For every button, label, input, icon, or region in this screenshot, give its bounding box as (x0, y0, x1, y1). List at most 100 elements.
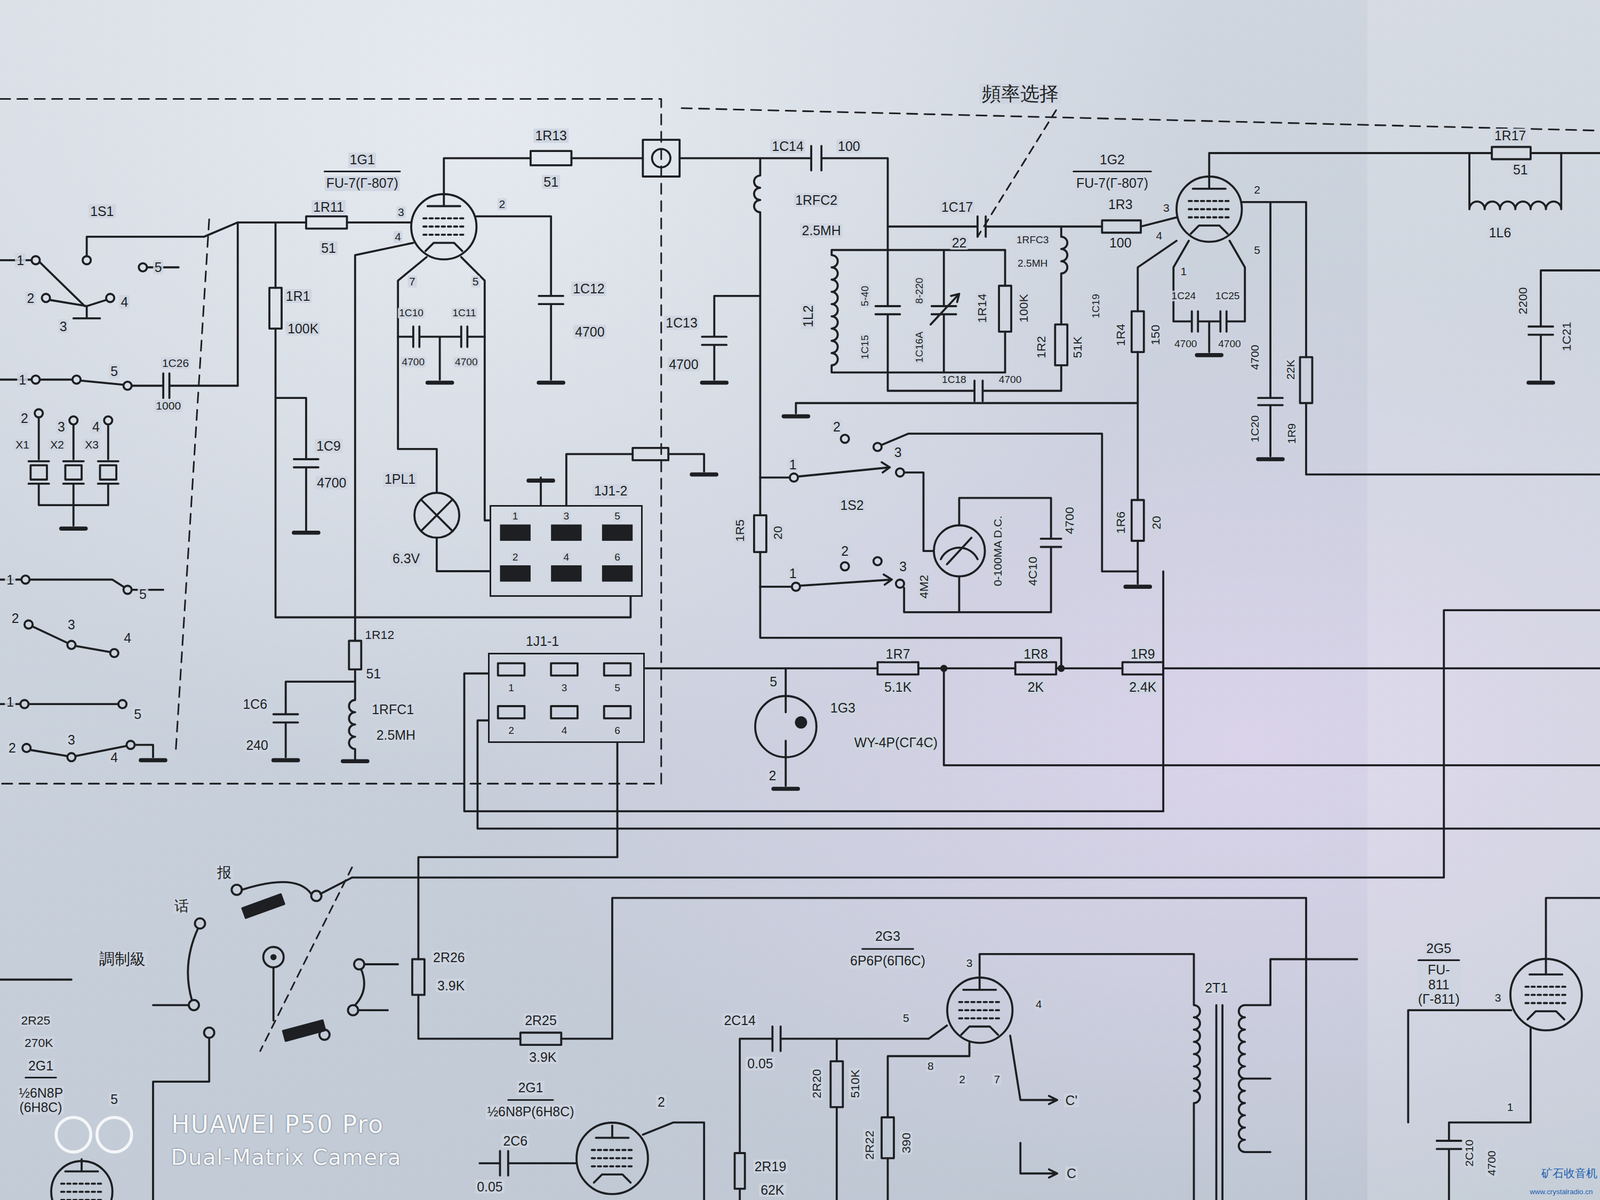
component-label: 5 (153, 260, 164, 275)
component-label: 1C20 (1249, 413, 1261, 444)
component-label: 2R20 (810, 1067, 823, 1100)
component-label: 2 (6, 740, 18, 755)
tube-symbol: 2G5FU-811 (Г-811) (1510, 958, 1582, 1031)
node-title: 2G1 (516, 1080, 545, 1095)
tube-symbol: 2G36P6P(6П6С) (947, 977, 1013, 1043)
component-label: 2 (511, 552, 520, 563)
watermark: 矿石收音机 (1540, 1167, 1599, 1180)
component-label: 4 (1034, 998, 1044, 1011)
component-label: 1C13 (664, 315, 699, 330)
component-label: 2R26 (431, 950, 467, 965)
component-label: 1R1 (284, 289, 312, 303)
component-label: 1C14 (770, 139, 805, 154)
component-label: 8 (926, 1060, 936, 1072)
component-label: 1 (511, 510, 520, 522)
component-label: 2 (507, 725, 516, 736)
node-outline (755, 696, 817, 758)
component-label: 1R9 (1285, 421, 1298, 446)
component-label: 1C17 (939, 200, 975, 214)
component-label: 话 (172, 898, 191, 914)
tube-symbol: 1G1FU-7(Г-807) (411, 194, 477, 260)
node-subtitle: 6P6P(6П6С) (849, 954, 927, 969)
node-circle (933, 525, 986, 577)
component-label: 0.05 (475, 1179, 504, 1194)
component-label: 2.4K (1127, 680, 1158, 694)
node-circle (576, 1122, 648, 1195)
component-label: 0.05 (745, 1056, 775, 1071)
component-label: 1 (507, 682, 516, 693)
node-subtitle: FU-811 (Г-811) (1416, 962, 1461, 1007)
component-label: 1R8 (1021, 646, 1050, 661)
component-label: 4700 (997, 374, 1023, 386)
component-label: 1C16A (914, 330, 925, 364)
component-label: 1C11 (451, 307, 478, 319)
node-outline (947, 977, 1013, 1043)
component-label: 5 (1252, 244, 1262, 256)
node-outline (414, 492, 460, 538)
component-label: 1C19 (1090, 292, 1102, 320)
component-label: 2R25 (523, 1013, 558, 1028)
node-circle (414, 492, 460, 538)
component-label: 4 (393, 230, 403, 243)
component-label: 2 (831, 419, 843, 434)
component-label: 1RFC2 (793, 193, 839, 207)
component-label: 4700 (1485, 1149, 1498, 1178)
component-label: 1 (17, 372, 28, 387)
node-subtitle: ½6N8P(6Н8С) (485, 1105, 576, 1120)
component-label: 51 (541, 174, 560, 189)
node-title: 1G3 (828, 700, 857, 716)
component-label: 1C24 (1170, 290, 1197, 302)
component-label: 5-40 (859, 284, 871, 308)
component-label: 2 (19, 411, 30, 426)
pilot-lamp: 1PL16.3V (414, 492, 460, 538)
component-label: 4700 (1217, 338, 1243, 350)
component-label: 頻率选择 (979, 83, 1062, 104)
node-title: 1J1-1 (524, 634, 560, 649)
node-title: 1G1 (348, 153, 376, 168)
node-circle (411, 194, 477, 260)
component-label: X1 (14, 438, 31, 451)
component-label: 240 (244, 738, 270, 752)
component-label: 2C6 (501, 1133, 530, 1148)
watermark: www.crystalradio.cn (1529, 1188, 1594, 1196)
watermark: Dual-Matrix Camera (168, 1146, 405, 1169)
component-label: 3.9K (527, 1050, 558, 1064)
component-label: 1R12 (363, 628, 396, 642)
component-label: 4700 (1062, 505, 1076, 536)
node-outline (933, 525, 986, 577)
node-outline (1176, 176, 1242, 242)
component-label: 2 (957, 1073, 967, 1086)
relay-box: 1J1-2 (489, 505, 643, 597)
component-label: 1000 (154, 400, 183, 412)
component-label: C (1065, 1166, 1078, 1181)
component-label: 2 (656, 1094, 667, 1109)
component-label: 4700 (400, 356, 426, 368)
component-label: 1R13 (533, 128, 568, 143)
component-label: 20 (771, 524, 784, 541)
component-label: 51 (319, 241, 338, 255)
component-label: 2 (497, 198, 507, 211)
component-label: 1R3 (1106, 197, 1135, 212)
component-label: 2 (766, 768, 778, 783)
wire-connector (436, 537, 490, 572)
component-label: 100K (285, 321, 320, 336)
component-label: 1L2 (801, 303, 815, 329)
component-label: 2.5MH (1016, 258, 1050, 269)
component-label: 5 (108, 364, 120, 379)
wire-connector (644, 668, 786, 696)
component-label: 报 (215, 865, 234, 880)
component-label: 100K (1017, 292, 1030, 324)
component-label: 1 (1179, 265, 1189, 278)
node-title: 2G1 (27, 1059, 55, 1074)
component-label: 1R17 (1492, 128, 1528, 143)
component-label: 4700 (573, 324, 606, 339)
component-label: 1C25 (1214, 290, 1242, 302)
component-label: 100 (1107, 235, 1133, 250)
component-label: 3 (58, 319, 69, 334)
circuit-lines (0, 99, 1600, 1200)
component-label: 1 (1505, 1101, 1515, 1114)
node-circle (755, 696, 817, 758)
component-label: 2R19 (753, 1159, 788, 1174)
component-label: 2C10 (1463, 1138, 1476, 1168)
node-outline (51, 1161, 113, 1200)
